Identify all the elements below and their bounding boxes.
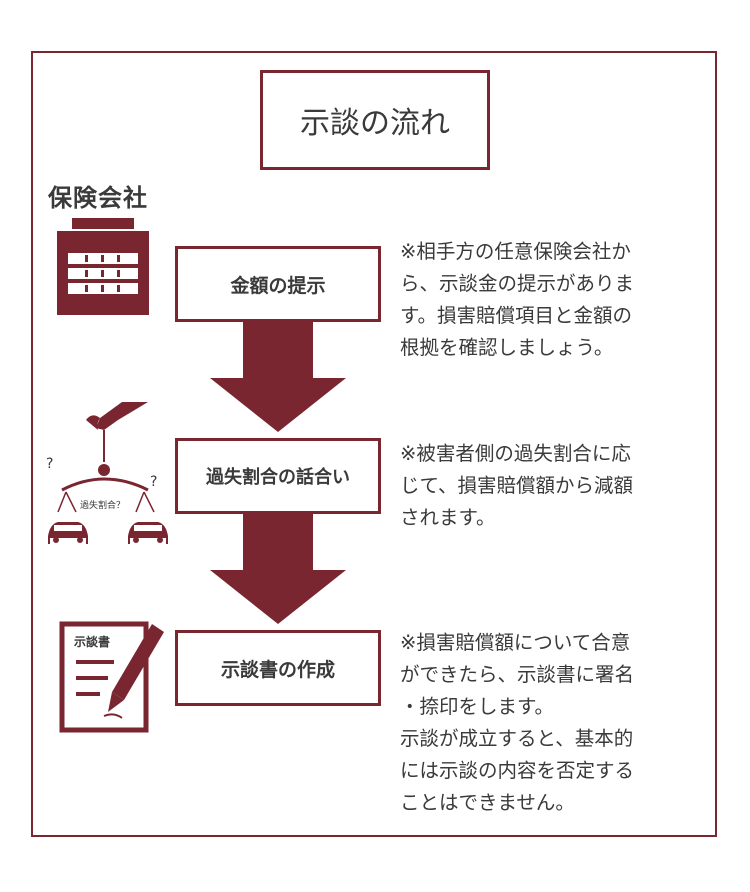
note-line: ことはできません。 xyxy=(400,791,575,814)
note-amount-offer: ※相手方の任意保険会社か ら、示談金の提示がありま す。損害賠償項目と金額の 根… xyxy=(400,236,700,364)
note-fault-ratio: ※被害者側の過失割合に応 じて、損害賠償額から減額 されます。 xyxy=(400,438,700,534)
note-line: には示談の内容を否定する xyxy=(400,759,635,782)
car-icon xyxy=(128,522,168,544)
step-box-fault-ratio: 過失割合の話合い xyxy=(175,438,381,514)
scale-label: 過失割合？ xyxy=(80,499,125,511)
note-line: されます。 xyxy=(400,506,496,529)
arrow-down-icon xyxy=(210,322,346,432)
note-line: ※相手方の任意保険会社か xyxy=(400,240,631,263)
step-box-amount-offer: 金額の提示 xyxy=(175,246,381,322)
document-label: 示談書 xyxy=(73,634,110,649)
arrow-down-icon xyxy=(210,514,346,624)
note-line: ・捺印をします。 xyxy=(400,695,555,718)
note-settlement-doc: ※損害賠償額について合意 ができたら、示談書に署名 ・捺印をします。 示談が成立… xyxy=(400,627,700,819)
note-line: ができたら、示談書に署名 xyxy=(400,663,635,686)
note-line: 示談が成立すると、基本的 xyxy=(400,727,634,750)
company-label: 保険会社 xyxy=(48,184,148,212)
question-mark-left: ? xyxy=(46,456,53,472)
diagram-title: 示談の流れ xyxy=(260,70,490,170)
note-line: じて、損害賠償額から減額 xyxy=(400,474,634,497)
step-box-settlement-doc: 示談書の作成 xyxy=(175,630,381,706)
note-line: ら、示談金の提示がありま xyxy=(400,272,635,295)
question-mark-right: ? xyxy=(150,474,157,490)
note-line: ※損害賠償額について合意 xyxy=(400,631,631,654)
diagram-frame xyxy=(31,51,717,837)
note-line: 根拠を確認しましょう。 xyxy=(400,336,614,359)
note-line: す。損害賠償項目と金額の xyxy=(400,304,633,327)
car-icon xyxy=(48,522,88,544)
note-line: ※被害者側の過失割合に応 xyxy=(400,442,631,465)
